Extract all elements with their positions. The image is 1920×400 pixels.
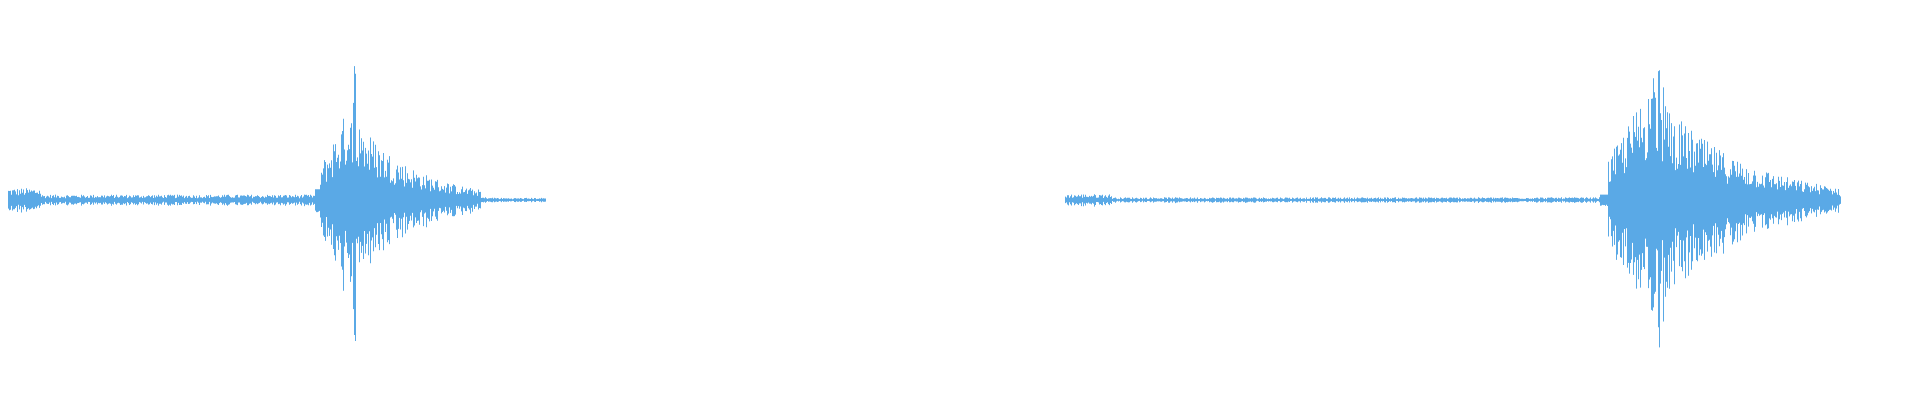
waveform-trace-1 — [8, 66, 546, 341]
waveform-clip-1 — [8, 66, 546, 341]
waveform-clip-2 — [1065, 70, 1841, 348]
waveform-trace-2 — [1065, 70, 1841, 348]
